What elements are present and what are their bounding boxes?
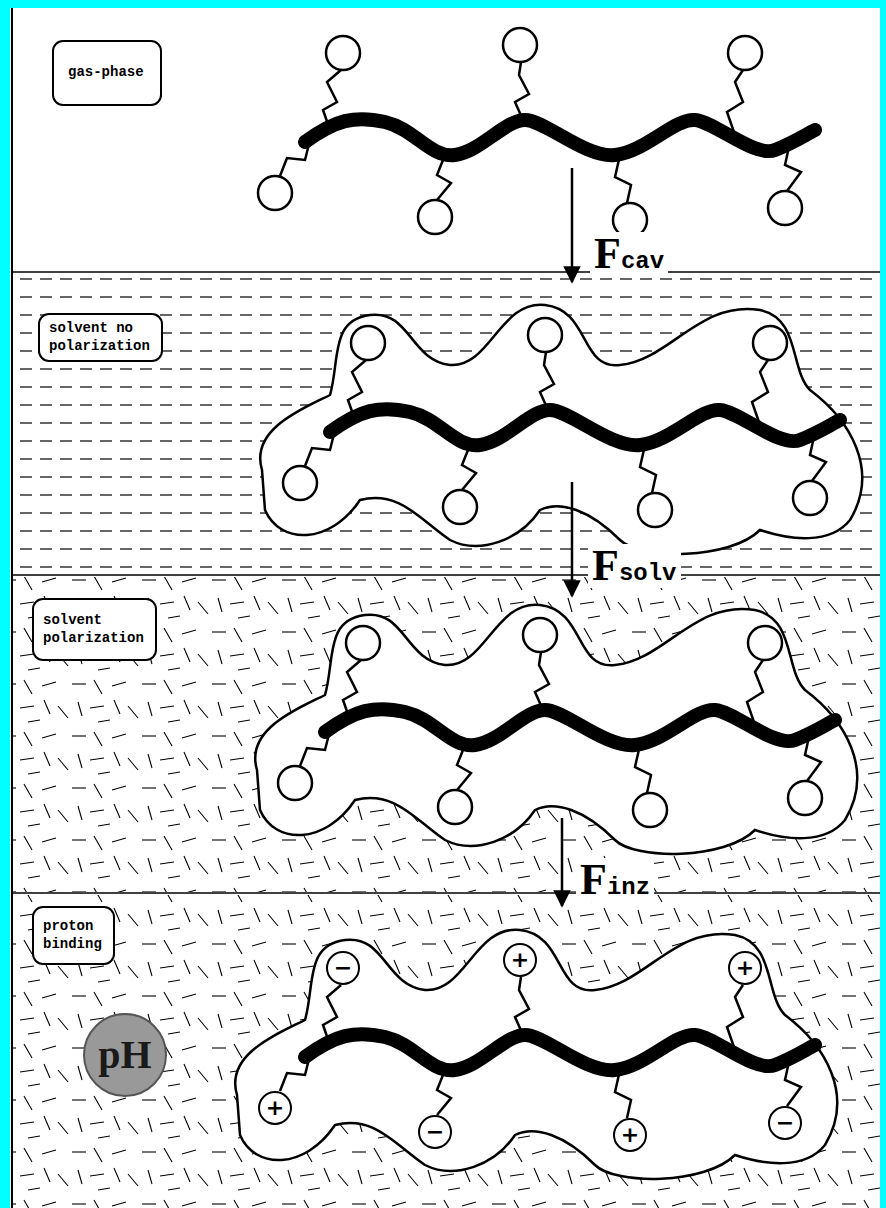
charged-molecule <box>235 930 837 1179</box>
charge-sign: − <box>334 957 352 979</box>
panel-label: gas-phase <box>68 64 144 82</box>
charge-bead: − <box>418 1115 452 1149</box>
panel-label: solvent polarization <box>43 612 144 647</box>
charge-bead: + <box>728 951 762 985</box>
panel-label-box: solvent no polarization <box>38 313 163 362</box>
charge-bead: − <box>326 951 360 985</box>
charge-bead: − <box>768 1106 802 1140</box>
panel-divider <box>12 892 886 894</box>
panel-divider <box>12 574 886 576</box>
step-arrow <box>571 168 574 282</box>
charge-sign: + <box>266 1097 284 1119</box>
panel-label-box: gas-phase <box>52 40 162 106</box>
ph-text: pH <box>98 1035 151 1075</box>
charge-bead: + <box>503 943 537 977</box>
solvent-dipoles <box>12 895 886 1208</box>
charge-sign: − <box>776 1112 794 1134</box>
solvated-molecule <box>255 605 857 854</box>
cavity-molecule <box>260 305 862 554</box>
charge-bead: + <box>613 1118 647 1152</box>
panel-label-box: solvent polarization <box>32 598 157 661</box>
charge-sign: + <box>736 957 754 979</box>
free-energy-label: Fcav <box>590 232 668 276</box>
solvent-lines <box>12 274 886 574</box>
charge-sign: + <box>511 949 529 971</box>
panel-label: solvent no polarization <box>49 320 150 355</box>
free-energy-label: Finz <box>576 858 654 902</box>
gas-molecule <box>258 28 815 237</box>
charge-sign: − <box>426 1121 444 1143</box>
step-arrow <box>561 818 564 906</box>
ph-disc: pH <box>83 1013 167 1097</box>
charge-bead: + <box>258 1091 292 1125</box>
inner-border <box>11 8 13 1208</box>
solvent-dipoles <box>12 577 886 892</box>
panel-label: proton binding <box>43 918 102 953</box>
free-energy-label: Fsolv <box>588 544 681 588</box>
panel-divider <box>12 271 886 273</box>
charge-sign: + <box>621 1124 639 1146</box>
panel-label-box: proton binding <box>32 906 115 965</box>
step-arrow <box>571 482 574 596</box>
